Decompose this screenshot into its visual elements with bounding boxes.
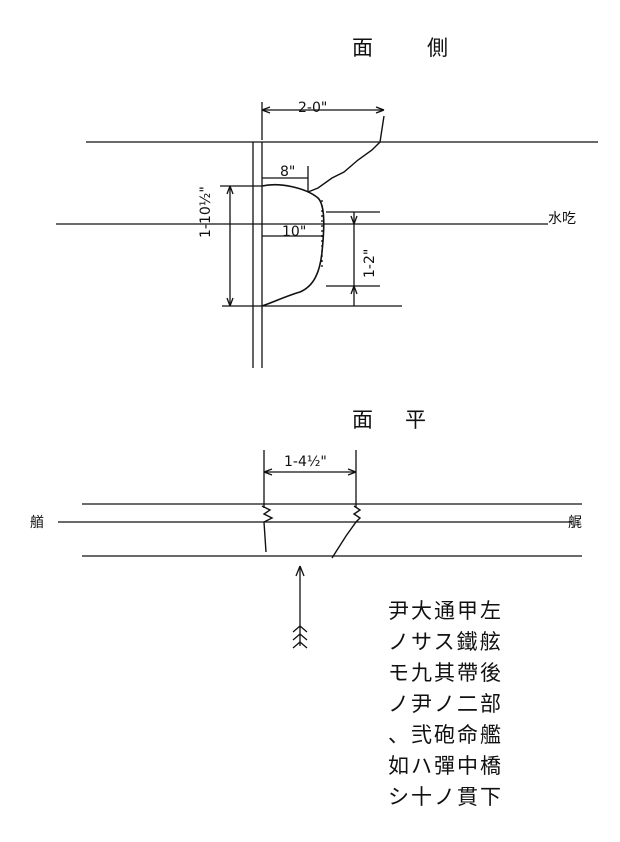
note-line: ノ尹ノ二部 <box>388 692 503 716</box>
side-view-title-char-2: 側 <box>427 36 450 60</box>
bow-label: 艏 <box>30 515 44 531</box>
dim-8in-label: 8" <box>280 164 296 180</box>
note-line: モ九其帶後 <box>388 661 503 685</box>
torn-edge <box>307 115 385 193</box>
waterline-label: 水吃 <box>548 211 576 227</box>
note-line: シ十ノ貫下 <box>388 785 503 809</box>
plan-view-title-char-1: 面 <box>352 408 375 432</box>
note-line: 如ハ彈中橋 <box>388 754 503 778</box>
side-view-title: 面側 <box>352 32 450 62</box>
plan-view-title: 面平 <box>352 404 428 434</box>
note-line: ノサス鐵舷 <box>388 630 503 654</box>
dim-2ft-label: 2-0" <box>298 100 328 116</box>
note-line: 、弐砲命艦 <box>388 723 503 747</box>
plan-view-title-char-2: 平 <box>405 408 428 432</box>
side-view-title-char-1: 面 <box>352 36 375 60</box>
explanatory-note: 尹大通甲左 ノサス鐵舷 モ九其帶後 ノ尹ノ二部 、弐砲命艦 如ハ彈中橋 シ十ノ貫… <box>388 596 503 813</box>
note-line: 尹大通甲左 <box>388 599 503 623</box>
hole-right-edge <box>331 505 362 559</box>
dim-10in-label: 10" <box>282 224 307 240</box>
dim-plan-label: 1-4½" <box>284 454 327 470</box>
stern-label: 艉 <box>568 515 582 531</box>
hole-left-edge <box>261 505 274 553</box>
